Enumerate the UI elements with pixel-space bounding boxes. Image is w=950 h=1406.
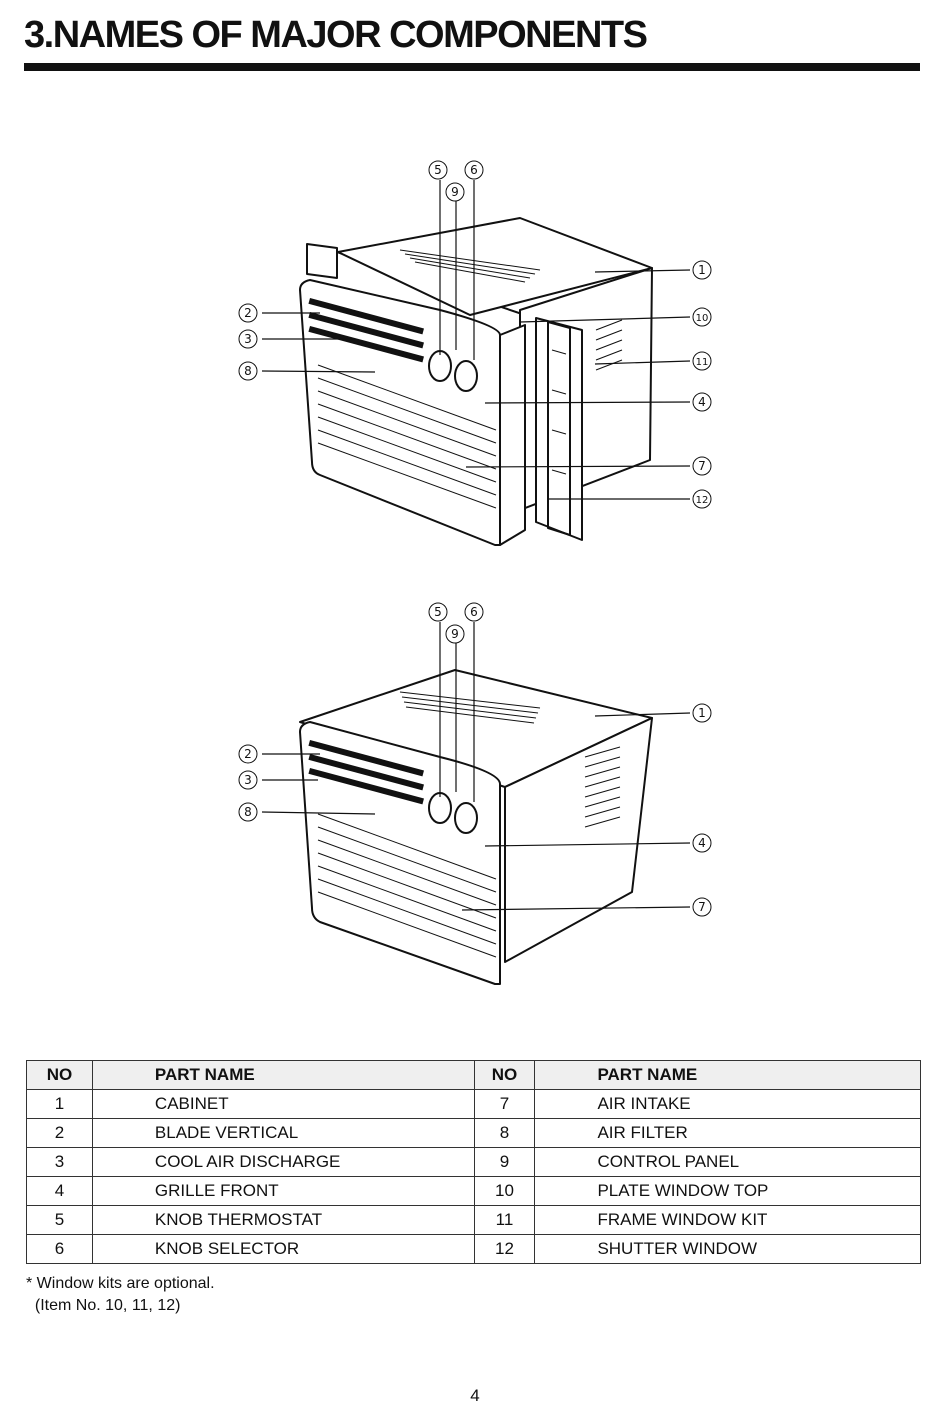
callout-3: 3 xyxy=(238,329,258,349)
svg-text:1: 1 xyxy=(698,706,706,720)
svg-text:7: 7 xyxy=(698,900,706,914)
svg-text:7: 7 xyxy=(698,459,706,473)
callout-6: 6 xyxy=(464,160,484,180)
svg-text:2: 2 xyxy=(244,747,252,761)
svg-text:2: 2 xyxy=(244,306,252,320)
callout-1: 1 xyxy=(692,260,712,280)
parts-table: NO PART NAME NO PART NAME 1 CABINET 7 AI… xyxy=(26,1060,921,1264)
part-number: 4 xyxy=(26,1176,93,1206)
part-name: CABINET xyxy=(91,1089,475,1119)
callout-5: 5 xyxy=(428,602,448,622)
callout-9: 9 xyxy=(445,624,465,644)
table-row: 6 KNOB SELECTOR 12 SHUTTER WINDOW xyxy=(26,1234,921,1264)
table-header-row: NO PART NAME NO PART NAME xyxy=(26,1060,921,1090)
part-name: FRAME WINDOW KIT xyxy=(534,1205,921,1235)
header-no: NO xyxy=(473,1060,536,1090)
svg-text:6: 6 xyxy=(470,605,478,619)
part-number: 5 xyxy=(26,1205,93,1235)
svg-text:8: 8 xyxy=(244,364,252,378)
table-row: 2 BLADE VERTICAL 8 AIR FILTER xyxy=(26,1118,921,1148)
table-row: 4 GRILLE FRONT 10 PLATE WINDOW TOP xyxy=(26,1176,921,1206)
diagram-without-window-kit: 1 2 3 4 5 6 7 8 9 xyxy=(0,592,950,1012)
callout-8: 8 xyxy=(238,802,258,822)
part-name: BLADE VERTICAL xyxy=(91,1118,475,1148)
part-number: 1 xyxy=(26,1089,93,1119)
part-number: 3 xyxy=(26,1147,93,1177)
callout-10: 10 xyxy=(692,307,712,327)
part-name: CONTROL PANEL xyxy=(534,1147,921,1177)
svg-text:9: 9 xyxy=(451,185,459,199)
svg-text:4: 4 xyxy=(698,836,706,850)
callout-3: 3 xyxy=(238,770,258,790)
callout-9: 9 xyxy=(445,182,465,202)
part-name: AIR FILTER xyxy=(534,1118,921,1148)
part-name: KNOB SELECTOR xyxy=(91,1234,475,1264)
header-part-name: PART NAME xyxy=(534,1060,921,1090)
part-name: GRILLE FRONT xyxy=(91,1176,475,1206)
page-title: 3.NAMES OF MAJOR COMPONENTS xyxy=(24,14,648,56)
part-number: 11 xyxy=(473,1205,536,1235)
svg-text:8: 8 xyxy=(244,805,252,819)
part-name: SHUTTER WINDOW xyxy=(534,1234,921,1264)
part-number: 8 xyxy=(473,1118,536,1148)
callout-12: 12 xyxy=(692,489,712,509)
callout-4: 4 xyxy=(692,392,712,412)
diagram-with-window-kit: 1 2 3 4 5 6 7 8 9 10 11 12 xyxy=(0,150,950,570)
svg-text:1: 1 xyxy=(698,263,706,277)
part-number: 7 xyxy=(473,1089,536,1119)
part-name: COOL AIR DISCHARGE xyxy=(91,1147,475,1177)
note-line: * Window kits are optional. xyxy=(26,1275,215,1292)
callout-6: 6 xyxy=(464,602,484,622)
svg-text:3: 3 xyxy=(244,773,252,787)
callout-2: 2 xyxy=(238,744,258,764)
callout-11: 11 xyxy=(692,351,712,371)
svg-text:12: 12 xyxy=(696,495,709,506)
callout-7: 7 xyxy=(692,897,712,917)
window-kit-note: * Window kits are optional. (Item No. 10… xyxy=(26,1273,215,1317)
part-name: PLATE WINDOW TOP xyxy=(534,1176,921,1206)
air-conditioner-with-kit-illustration: 1 2 3 4 5 6 7 8 9 10 11 12 xyxy=(238,160,712,546)
svg-text:3: 3 xyxy=(244,332,252,346)
part-name: AIR INTAKE xyxy=(534,1089,921,1119)
part-number: 2 xyxy=(26,1118,93,1148)
part-number: 10 xyxy=(473,1176,536,1206)
svg-text:10: 10 xyxy=(696,313,709,324)
title-rule xyxy=(24,63,920,71)
table-row: 5 KNOB THERMOSTAT 11 FRAME WINDOW KIT xyxy=(26,1205,921,1235)
svg-text:9: 9 xyxy=(451,627,459,641)
callout-5: 5 xyxy=(428,160,448,180)
callout-1: 1 xyxy=(692,703,712,723)
callout-7: 7 xyxy=(692,456,712,476)
part-number: 9 xyxy=(473,1147,536,1177)
header-no: NO xyxy=(26,1060,93,1090)
part-name: KNOB THERMOSTAT xyxy=(91,1205,475,1235)
svg-text:6: 6 xyxy=(470,163,478,177)
table-row: 1 CABINET 7 AIR INTAKE xyxy=(26,1089,921,1119)
svg-text:11: 11 xyxy=(696,357,709,368)
table-row: 3 COOL AIR DISCHARGE 9 CONTROL PANEL xyxy=(26,1147,921,1177)
callout-4: 4 xyxy=(692,833,712,853)
header-part-name: PART NAME xyxy=(91,1060,475,1090)
part-number: 12 xyxy=(473,1234,536,1264)
air-conditioner-illustration: 1 2 3 4 5 6 7 8 9 xyxy=(238,602,712,985)
svg-text:5: 5 xyxy=(434,605,442,619)
note-line: (Item No. 10, 11, 12) xyxy=(26,1297,181,1314)
part-number: 6 xyxy=(26,1234,93,1264)
callout-2: 2 xyxy=(238,303,258,323)
callout-8: 8 xyxy=(238,361,258,381)
page-number: 4 xyxy=(470,1386,480,1405)
svg-text:5: 5 xyxy=(434,163,442,177)
svg-text:4: 4 xyxy=(698,395,706,409)
